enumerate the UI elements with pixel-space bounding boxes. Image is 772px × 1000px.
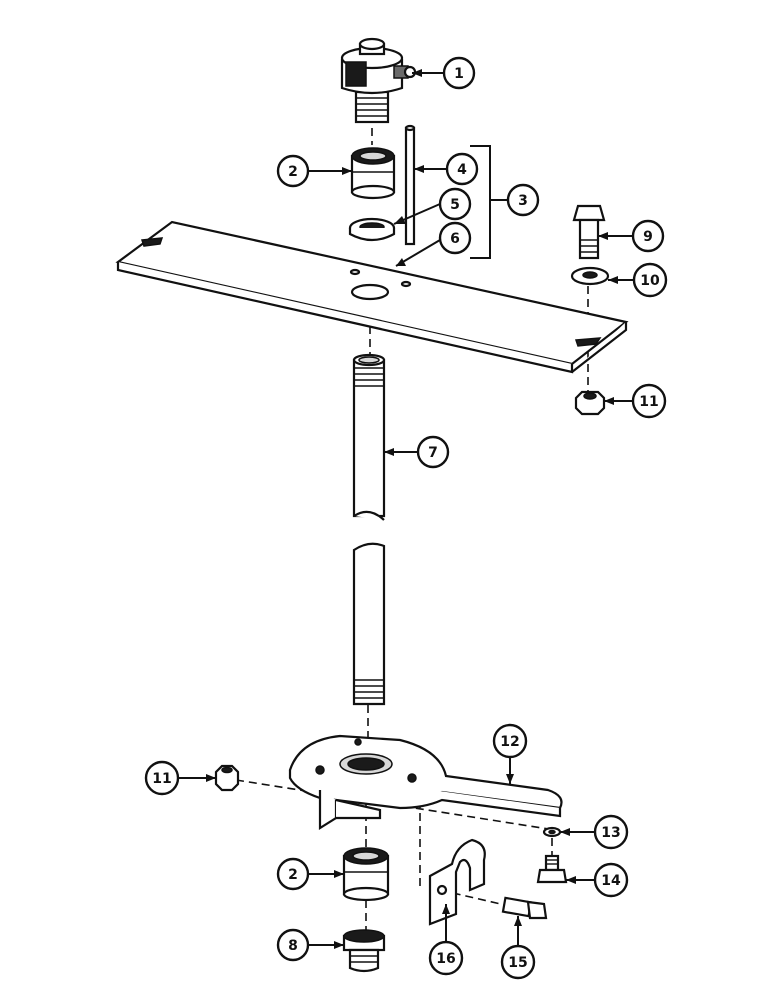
callout-label: 4 xyxy=(457,162,467,178)
callout-label: 11 xyxy=(639,394,658,410)
callout-6: 6 xyxy=(438,221,472,255)
bolt-part-9 xyxy=(572,204,606,260)
callout-label: 9 xyxy=(643,229,653,245)
callout-11-right: 11 xyxy=(631,383,667,419)
bolt-part-15 xyxy=(501,896,548,920)
callout-label: 2 xyxy=(288,867,298,883)
callout-14: 14 xyxy=(593,862,629,898)
leader-lines xyxy=(178,69,633,949)
nut-part-11-left xyxy=(214,764,240,792)
callout-label: 7 xyxy=(428,445,438,461)
screw-part-14 xyxy=(536,854,568,884)
nut-part-11-right xyxy=(574,390,606,416)
callout-7: 7 xyxy=(416,435,450,469)
callout-label: 6 xyxy=(450,231,460,247)
callout-9: 9 xyxy=(631,219,665,253)
callout-12: 12 xyxy=(492,723,528,759)
group-bracket-3 xyxy=(470,145,491,259)
washer-part-10 xyxy=(570,266,610,286)
bracket-part-12 xyxy=(288,734,563,830)
fitting-part-1 xyxy=(340,37,417,124)
callout-label: 2 xyxy=(288,164,298,180)
callout-16: 16 xyxy=(428,940,464,976)
callout-2-upper: 2 xyxy=(276,154,310,188)
callout-4: 4 xyxy=(445,152,479,186)
callout-label: 5 xyxy=(450,197,460,213)
callout-label: 13 xyxy=(601,825,620,841)
callout-label: 14 xyxy=(601,873,621,889)
callout-5: 5 xyxy=(438,187,472,221)
callout-label: 1 xyxy=(454,66,464,82)
pipe-part-7 xyxy=(352,353,386,706)
callout-13: 13 xyxy=(593,814,629,850)
callout-2-lower: 2 xyxy=(276,857,310,891)
clamp-part-16 xyxy=(428,838,486,926)
mounting-plate xyxy=(115,220,629,374)
axis-bolt-15 xyxy=(439,889,506,906)
callout-label: 16 xyxy=(436,951,455,967)
callout-3: 3 xyxy=(506,183,540,217)
callout-label: 15 xyxy=(508,955,527,971)
callout-8: 8 xyxy=(276,928,310,962)
coupling-part-2-upper xyxy=(350,147,396,200)
callout-label: 11 xyxy=(152,771,171,787)
callout-1: 1 xyxy=(442,56,476,90)
rod-part-4 xyxy=(404,124,416,246)
callout-label: 8 xyxy=(288,938,298,954)
washer-part-13 xyxy=(542,826,562,838)
callout-label: 3 xyxy=(518,193,528,209)
callout-label: 10 xyxy=(640,273,660,289)
coupling-part-2-lower xyxy=(342,847,390,902)
callout-11-left: 11 xyxy=(144,760,180,796)
adapter-part-8 xyxy=(342,929,386,973)
washer-part-5 xyxy=(348,217,396,242)
callout-10: 10 xyxy=(632,262,668,298)
callout-label: 12 xyxy=(500,734,519,750)
callout-15: 15 xyxy=(500,944,536,980)
